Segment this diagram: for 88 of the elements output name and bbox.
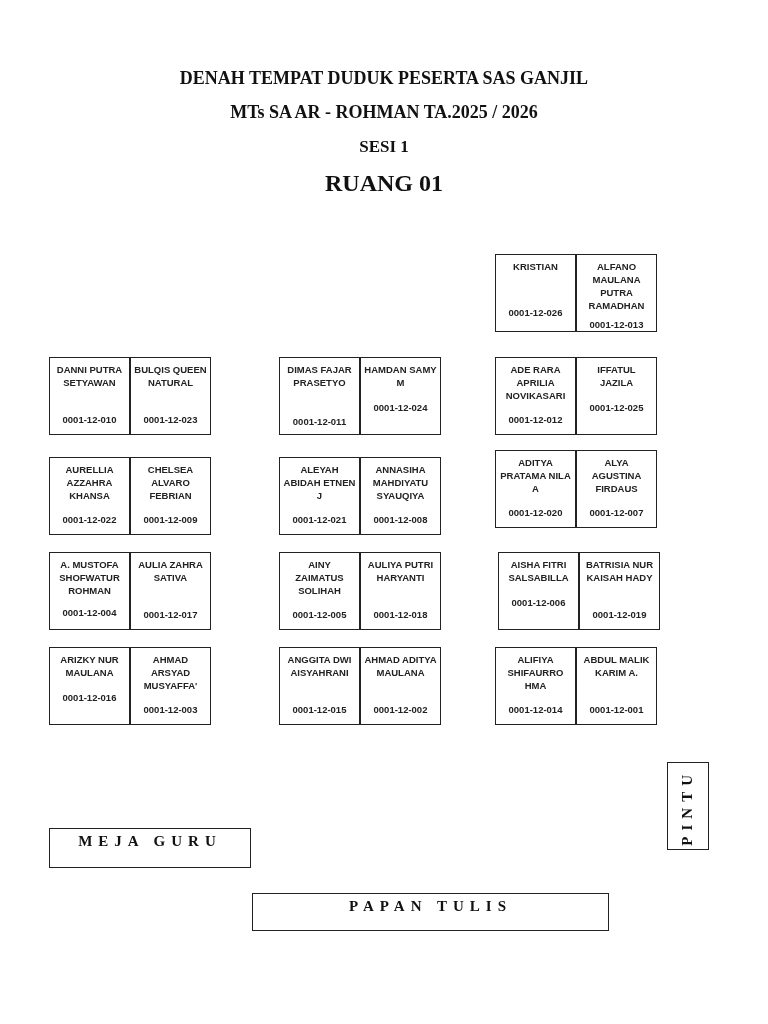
exam-number: 0001-12-024: [373, 402, 428, 414]
seat-cell: [576, 357, 657, 435]
exam-number: 0001-12-023: [143, 414, 198, 426]
exam-number: 0001-12-018: [373, 609, 428, 621]
student-name: AULIYA PUTRI HARYANTI: [366, 558, 435, 584]
seat-cell: [576, 254, 657, 332]
exam-number: 0001-12-011: [292, 416, 347, 428]
student-name: AHMAD ADITYA MAULANA: [364, 653, 437, 679]
exam-number: 0001-12-005: [292, 609, 347, 621]
heading: DENAH TEMPAT DUDUK PESERTA SAS GANJIL: [179, 68, 589, 89]
exam-number: 0001-12-026: [508, 307, 563, 319]
student-name: ARIZKY NUR MAULANA: [59, 653, 120, 679]
seat-cell: [279, 647, 360, 725]
seat-cell: [49, 457, 130, 535]
exam-number: 0001-12-020: [508, 507, 563, 519]
student-name: ADITYA PRATAMA NILA A: [499, 456, 572, 495]
seat-cell: [495, 647, 576, 725]
door-box: [667, 762, 709, 850]
student-name: CHELSEA ALVARO FEBRIAN: [146, 463, 195, 502]
student-name: BULQIS QUEEN NATURAL: [134, 363, 207, 389]
teacher-desk-box: [49, 828, 251, 868]
exam-number: 0001-12-006: [511, 597, 566, 609]
seat-cell: [360, 357, 441, 435]
student-name: DANNI PUTRA SETYAWAN: [55, 363, 124, 389]
exam-number: 0001-12-012: [508, 414, 563, 426]
seat-cell: [49, 357, 130, 435]
exam-number: 0001-12-016: [62, 692, 117, 704]
seat-cell: [279, 457, 360, 535]
exam-number: 0001-12-014: [508, 704, 563, 716]
student-name: DIMAS FAJAR PRASETYO: [286, 363, 353, 389]
exam-number: 0001-12-002: [373, 704, 428, 716]
box-label: MEJA GURU: [77, 833, 223, 850]
seat-cell: [130, 357, 211, 435]
student-name: ANGGITA DWI AISYAHRANI: [286, 653, 353, 679]
student-name: ALYA AGUSTINA FIRDAUS: [590, 456, 643, 495]
seat-cell: [576, 450, 657, 528]
seat-cell: [360, 647, 441, 725]
student-name: KRISTIAN: [513, 260, 558, 273]
student-name: AHMAD ARSYAD MUSYAFFA': [142, 653, 199, 692]
student-name: IFFATUL JAZILA: [596, 363, 637, 389]
seat-cell: [495, 450, 576, 528]
exam-number: 0001-12-003: [143, 704, 198, 716]
student-name: AURELLIA AZZAHRA KHANSA: [64, 463, 115, 502]
heading: MTs SA AR - ROHMAN TA.2025 / 2026: [230, 102, 538, 123]
seat-cell: [130, 647, 211, 725]
exam-number: 0001-12-004: [62, 607, 117, 619]
exam-number: 0001-12-025: [589, 402, 644, 414]
seat-cell: [130, 552, 211, 630]
student-name: A. MUSTOFA SHOFWATUR ROHMAN: [58, 558, 121, 597]
exam-number: 0001-12-010: [62, 414, 117, 426]
student-name: BATRISIA NUR KAISAH HADY: [585, 558, 654, 584]
seat-cell: [495, 254, 576, 332]
exam-number: 0001-12-021: [292, 514, 347, 526]
seat-cell: [49, 647, 130, 725]
student-name: AULIA ZAHRA SATIVA: [137, 558, 204, 584]
exam-number: 0001-12-015: [292, 704, 347, 716]
student-name: ANNASIHA MAHDIYATU SYAUQIYA: [371, 463, 430, 502]
student-name: ALFANO MAULANA PUTRA RAMADHAN: [587, 260, 646, 312]
student-name: ADE RARA APRILIA NOVIKASARI: [504, 363, 567, 402]
exam-number: 0001-12-007: [589, 507, 644, 519]
box-label: PAPAN TULIS: [347, 898, 514, 915]
seat-cell: [130, 457, 211, 535]
student-name: ABDUL MALIK KARIM A.: [582, 653, 651, 679]
exam-number: 0001-12-013: [589, 319, 644, 331]
seat-cell: [279, 357, 360, 435]
seat-cell: [579, 552, 660, 630]
seat-cell: [360, 552, 441, 630]
seat-cell: [498, 552, 579, 630]
seat-cell: [279, 552, 360, 630]
exam-number: 0001-12-008: [373, 514, 428, 526]
student-name: ALEYAH ABIDAH ETNEN J: [283, 463, 356, 502]
heading: RUANG 01: [325, 170, 443, 197]
heading: SESI 1: [359, 137, 409, 157]
exam-number: 0001-12-019: [592, 609, 647, 621]
exam-number: 0001-12-001: [589, 704, 644, 716]
student-name: HAMDAN SAMY M: [364, 363, 437, 389]
exam-number: 0001-12-017: [143, 609, 198, 621]
seat-cell: [49, 552, 130, 630]
whiteboard-box: [252, 893, 609, 931]
seat-cell: [576, 647, 657, 725]
exam-number: 0001-12-022: [62, 514, 117, 526]
box-label: PINTU: [679, 769, 696, 846]
student-name: ALIFIYA SHIFAURRO HMA: [506, 653, 565, 692]
student-name: AISHA FITRI SALSABILLA: [507, 558, 570, 584]
student-name: AINY ZAIMATUS SOLIHAH: [294, 558, 345, 597]
seat-cell: [495, 357, 576, 435]
exam-number: 0001-12-009: [143, 514, 198, 526]
seat-cell: [360, 457, 441, 535]
